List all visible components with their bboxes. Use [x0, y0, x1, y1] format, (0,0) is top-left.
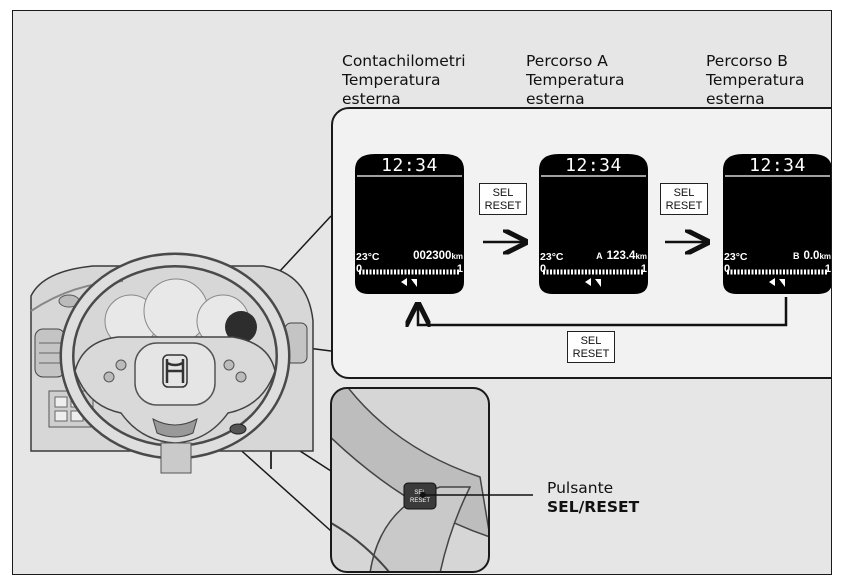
dashboard-illustration: [30, 215, 332, 532]
outside-temp: 23°C: [356, 251, 380, 263]
clock-readout: 12:34: [565, 155, 622, 176]
inset-button-label-sel: SEL: [414, 490, 426, 496]
flow-arrows: [333, 109, 788, 381]
callout-label: Pulsante SEL/RESET: [547, 479, 640, 516]
gauge-min-label: 0: [724, 263, 731, 275]
inset-button-label-reset: RESET: [410, 498, 430, 504]
outside-temp: 23°C: [540, 251, 564, 263]
gauge-max-label: 1: [640, 263, 647, 275]
outside-temp: 23°C: [724, 251, 748, 263]
inset-closeup: SEL RESET: [330, 387, 490, 573]
gauge-min-label: 0: [540, 263, 547, 275]
display-odometer: 12:34 23°C 002300km 0 1: [355, 154, 464, 294]
odometer-readout: 002300km: [413, 250, 463, 262]
gauge-min-label: 0: [356, 263, 363, 275]
gauge-max-label: 1: [456, 263, 463, 275]
gauge-max-label: 1: [824, 263, 831, 275]
clock-readout: 12:34: [749, 155, 806, 176]
clock-readout: 12:34: [381, 155, 438, 176]
